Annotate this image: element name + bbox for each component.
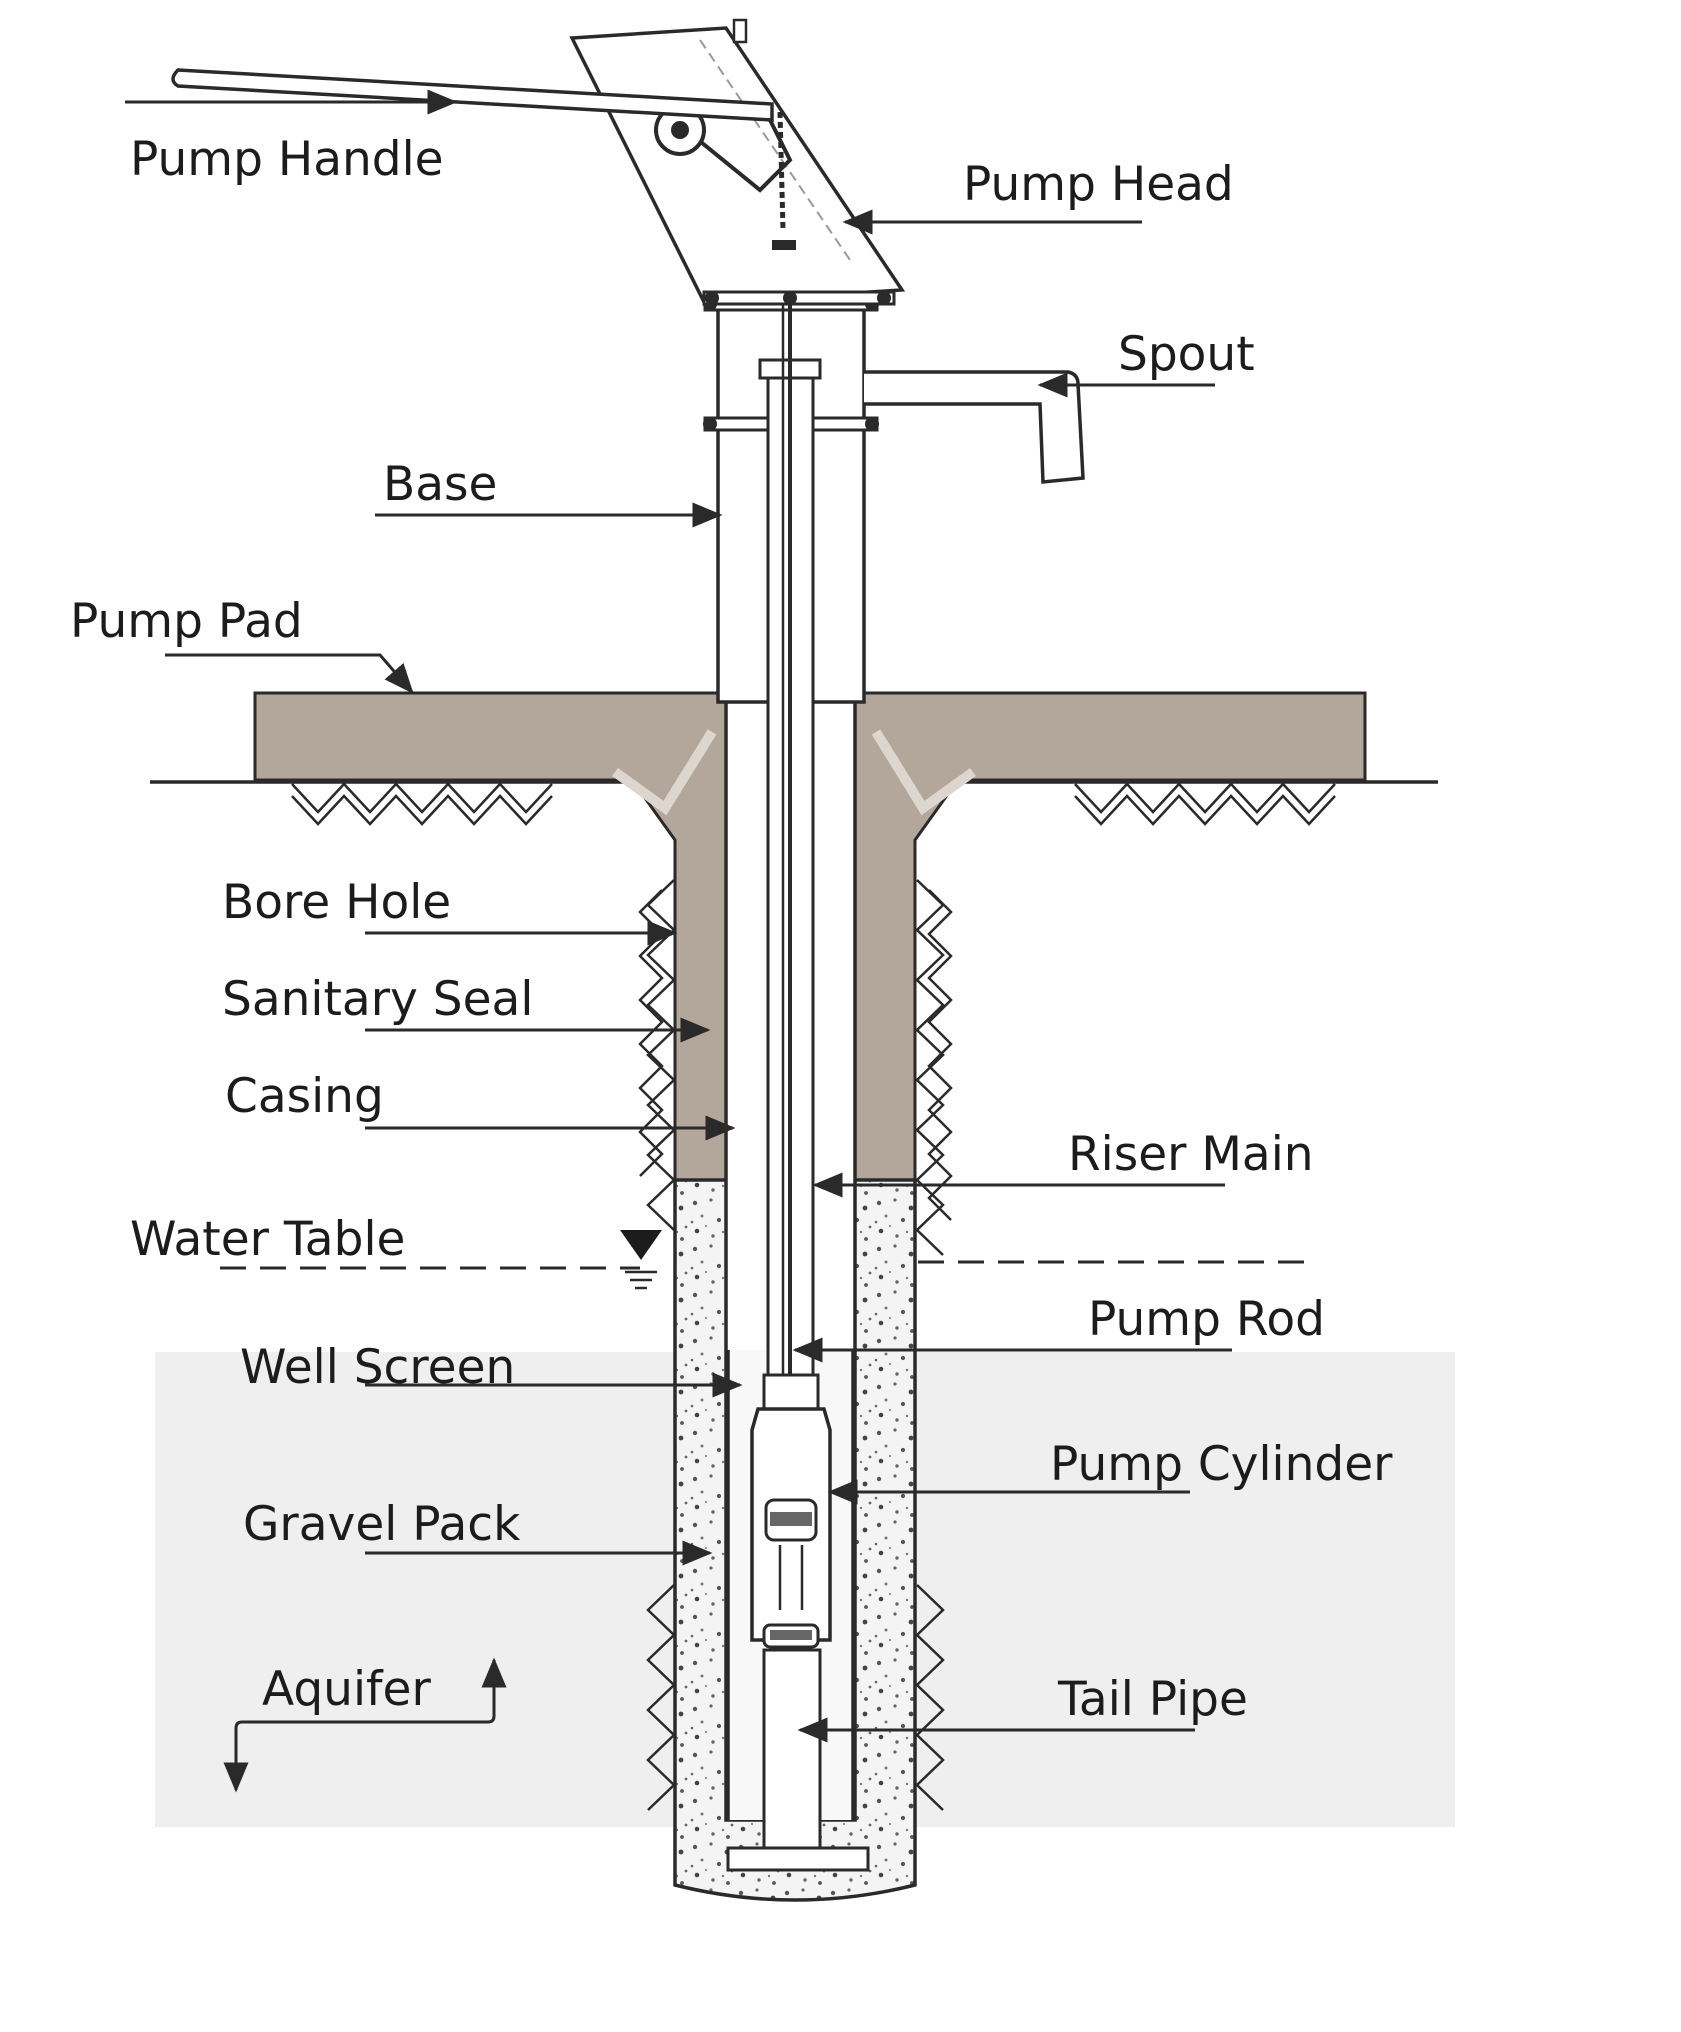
label-pump-head: Pump Head (963, 157, 1234, 212)
soil-hatching-right (1075, 784, 1335, 824)
label-sanitary-seal: Sanitary Seal (222, 972, 533, 1027)
label-base: Base (383, 457, 497, 512)
label-pump-rod: Pump Rod (1088, 1292, 1325, 1347)
label-well-screen: Well Screen (240, 1340, 515, 1395)
label-pump-cylinder: Pump Cylinder (1050, 1437, 1393, 1492)
label-spout: Spout (1118, 327, 1255, 382)
label-bore-hole: Bore Hole (222, 875, 451, 930)
label-tail-pipe: Tail Pipe (1057, 1672, 1248, 1727)
pump-cylinder (752, 1375, 830, 1647)
label-pump-pad: Pump Pad (70, 594, 303, 649)
water-table-symbol (620, 1230, 662, 1288)
label-pump-handle: Pump Handle (130, 132, 444, 187)
soil-hatching-left (292, 784, 552, 824)
label-casing: Casing (225, 1069, 384, 1124)
label-aquifer: Aquifer (262, 1662, 431, 1717)
spout (864, 372, 1083, 482)
pump-head (572, 20, 902, 305)
label-water-table: Water Table (130, 1212, 405, 1267)
casing-bottom-cap (728, 1848, 868, 1870)
tail-pipe (764, 1650, 820, 1848)
label-gravel-pack: Gravel Pack (243, 1497, 521, 1552)
label-riser-main: Riser Main (1068, 1127, 1314, 1182)
